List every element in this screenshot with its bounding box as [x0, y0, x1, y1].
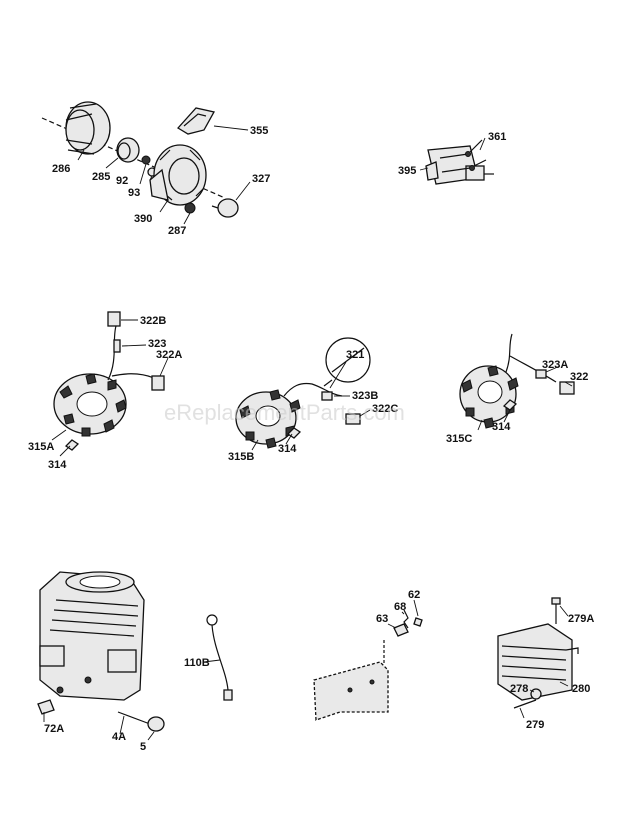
part-315C-alternator[interactable] — [459, 365, 519, 429]
part-279-screw[interactable] — [513, 699, 537, 709]
part-labels: 286 285 92 93 355 327 390 287 361 395 32… — [28, 125, 594, 753]
starter-assembly — [425, 139, 494, 185]
part-315B-alternator[interactable] — [235, 389, 301, 449]
label-314-c: 314 — [492, 421, 511, 433]
part-280-regulator[interactable] — [497, 623, 579, 701]
part-278-washer[interactable] — [530, 688, 542, 700]
alternator-315A-assembly — [53, 311, 165, 451]
part-315A-alternator[interactable] — [53, 373, 127, 437]
part-323A-wire-lead[interactable] — [535, 369, 547, 379]
label-63: 63 — [376, 613, 388, 625]
part-323B-wire-lead[interactable] — [321, 391, 333, 401]
part-68-spring[interactable] — [403, 609, 409, 629]
part-110B-ground-wire[interactable] — [206, 614, 233, 701]
label-314-a: 314 — [48, 459, 67, 471]
label-315B: 315B — [228, 451, 254, 463]
label-5: 5 — [140, 741, 146, 753]
label-279A: 279A — [568, 613, 594, 625]
label-327: 327 — [252, 173, 270, 185]
part-322B-connector[interactable] — [107, 311, 121, 327]
part-395-starter[interactable] — [425, 145, 494, 185]
label-322B: 322B — [140, 315, 166, 327]
label-278: 278 — [510, 683, 528, 695]
label-93: 93 — [128, 187, 140, 199]
label-361: 361 — [488, 131, 506, 143]
part-63-lever[interactable] — [393, 623, 409, 637]
label-322A: 322A — [156, 349, 182, 361]
label-322: 322 — [570, 371, 588, 383]
regulator-assembly — [497, 597, 579, 709]
label-62: 62 — [408, 589, 420, 601]
label-287: 287 — [168, 225, 186, 237]
part-327-cap[interactable] — [211, 198, 239, 218]
part-287-nut[interactable] — [184, 202, 196, 214]
part-5-nut[interactable] — [147, 716, 165, 732]
label-92: 92 — [116, 175, 128, 187]
label-72A: 72A — [44, 723, 64, 735]
label-323B: 323B — [352, 390, 378, 402]
flywheel-assembly — [41, 101, 239, 218]
label-285: 285 — [92, 171, 110, 183]
part-355-bracket[interactable] — [176, 107, 215, 135]
cylinder-block[interactable] — [39, 571, 145, 701]
part-92-nut[interactable] — [141, 155, 151, 165]
label-323: 323 — [148, 338, 166, 350]
part-322A-connector[interactable] — [151, 375, 165, 391]
label-4A: 4A — [112, 731, 126, 743]
label-110B: 110B — [184, 657, 210, 669]
label-355: 355 — [250, 125, 268, 137]
control-bracket-assembly — [313, 609, 423, 721]
part-285-sleeve[interactable] — [116, 137, 140, 163]
label-322C: 322C — [372, 403, 398, 415]
label-315A: 315A — [28, 441, 54, 453]
watermark: eReplacementParts.com — [164, 400, 405, 425]
part-4A-stud[interactable] — [117, 711, 151, 725]
label-390: 390 — [134, 213, 152, 225]
leader-lines — [43, 125, 573, 741]
control-bracket[interactable] — [313, 640, 389, 721]
part-390-flywheel[interactable] — [149, 144, 207, 206]
part-321-wire-detail[interactable] — [323, 337, 371, 387]
label-68: 68 — [394, 601, 406, 613]
label-314-b: 314 — [278, 443, 297, 455]
part-72A-fitting[interactable] — [37, 699, 55, 715]
cylinder-assembly — [37, 571, 165, 732]
part-322-connector[interactable] — [559, 381, 575, 395]
label-315C: 315C — [446, 433, 472, 445]
label-279: 279 — [526, 719, 544, 731]
label-286: 286 — [52, 163, 70, 175]
label-395: 395 — [398, 165, 416, 177]
label-280: 280 — [572, 683, 590, 695]
part-62-screw[interactable] — [413, 617, 423, 627]
part-286-flywheel-screen[interactable] — [65, 101, 111, 155]
part-323-wire-lead[interactable] — [113, 339, 121, 353]
label-323A: 323A — [542, 359, 568, 371]
alternator-315B-assembly — [235, 337, 371, 449]
label-321: 321 — [346, 349, 364, 361]
alternator-315C-assembly — [459, 333, 575, 429]
part-361-screws[interactable] — [465, 139, 487, 171]
part-322C-connector[interactable] — [345, 413, 361, 425]
part-279A-screw[interactable] — [551, 597, 561, 624]
